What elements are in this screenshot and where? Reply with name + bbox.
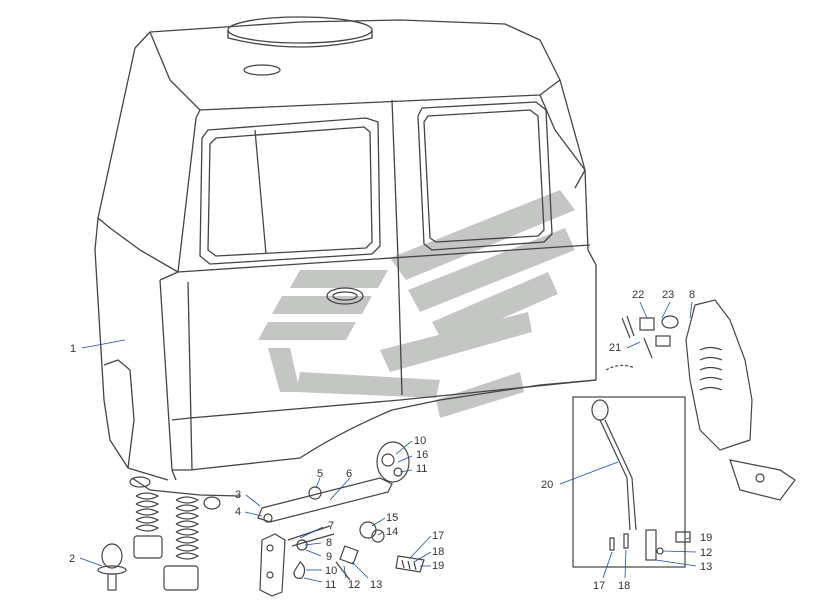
callout-18: 18	[618, 580, 630, 592]
front-suspension	[97, 476, 241, 591]
callout-19: 19	[432, 560, 444, 572]
callout-4: 4	[235, 506, 241, 518]
callout-22: 22	[632, 289, 644, 301]
callout-3: 3	[235, 489, 241, 501]
callout-14: 14	[386, 526, 398, 538]
callout-17: 17	[432, 530, 444, 542]
leader-lines	[79, 301, 697, 583]
callout-17: 17	[593, 580, 605, 592]
callout-9: 9	[326, 551, 332, 563]
callout-5: 5	[317, 468, 323, 480]
callout-11: 11	[325, 579, 336, 591]
callout-19: 19	[700, 532, 712, 544]
callout-20: 20	[541, 479, 553, 491]
cab-body	[94, 16, 597, 481]
callout-13: 13	[370, 579, 382, 591]
lock-mechanism	[257, 441, 425, 597]
callout-10: 10	[414, 435, 426, 447]
callout-16: 16	[416, 449, 428, 461]
callout-8: 8	[689, 289, 695, 301]
tool-inset	[572, 299, 796, 568]
callout-6: 6	[346, 468, 352, 480]
callout-15: 15	[386, 512, 398, 524]
callout-2: 2	[69, 553, 75, 565]
callout-12: 12	[348, 579, 360, 591]
callout-8: 8	[326, 537, 332, 549]
watermark-logo	[258, 190, 575, 418]
callout-18: 18	[432, 546, 444, 558]
callout-12: 12	[700, 547, 712, 559]
callout-23: 23	[662, 289, 674, 301]
callout-21: 21	[609, 342, 621, 354]
callout-7: 7	[328, 520, 334, 532]
callout-11: 11	[416, 463, 427, 475]
callout-1: 1	[70, 343, 76, 355]
callout-13: 13	[700, 561, 712, 573]
callout-10: 10	[325, 565, 337, 577]
